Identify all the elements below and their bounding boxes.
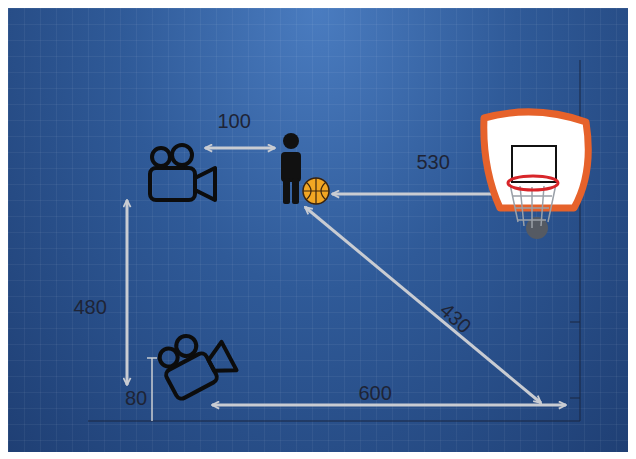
dimension-label: 600 — [359, 383, 392, 403]
small-dimension — [147, 358, 157, 421]
basketball-hoop — [484, 112, 588, 239]
dimension-label: 80 — [125, 388, 147, 408]
dimension-label: 530 — [417, 152, 450, 172]
camera-icon — [153, 322, 236, 401]
dimension-label: 480 — [74, 297, 107, 317]
basketball — [303, 178, 329, 204]
camera-icon — [150, 145, 215, 200]
dimension-label: 100 — [218, 111, 251, 131]
player-figure — [281, 133, 301, 204]
